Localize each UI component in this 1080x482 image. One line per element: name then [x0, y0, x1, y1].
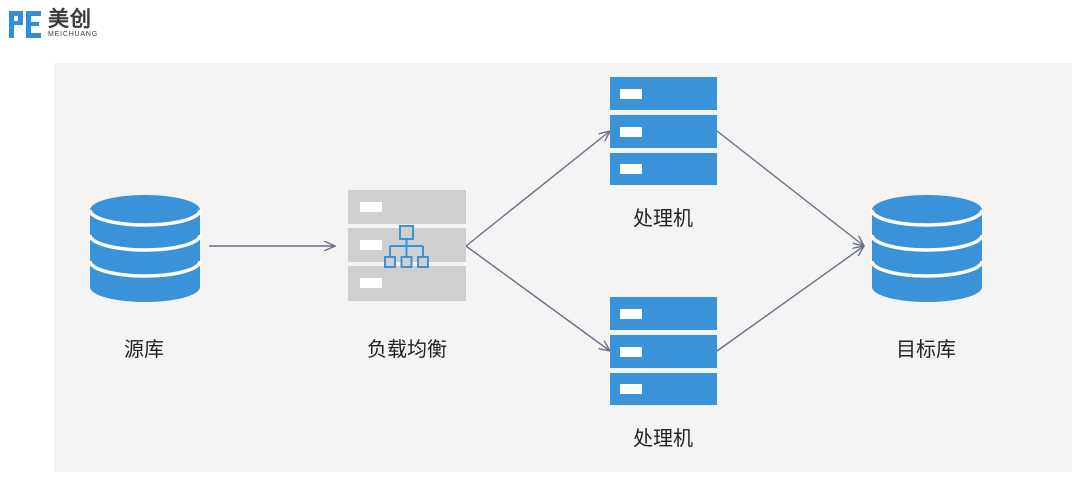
target-database-label: 目标库	[896, 337, 956, 361]
diagram-canvas: 源库 负载均衡 处理机 处理机 目标库	[54, 63, 1072, 472]
arrow-processor-bottom-to-target	[716, 246, 864, 352]
processor-bottom-label: 处理机	[633, 426, 693, 450]
logo-english-name: MEICHUANG	[48, 31, 98, 38]
load-balancer-icon	[348, 190, 466, 301]
source-database-label: 源库	[124, 337, 164, 361]
processor-top-server-icon	[610, 77, 717, 185]
source-database-icon	[88, 195, 202, 302]
logo-chinese-name: 美创	[48, 7, 92, 31]
load-balancer-label: 负载均衡	[367, 337, 447, 361]
logo-text: 美创 MEICHUANG	[48, 8, 98, 39]
brand-logo: 美创 MEICHUANG	[8, 8, 98, 40]
arrow-processor-top-to-target	[716, 130, 864, 246]
processor-top-label: 处理机	[633, 206, 693, 230]
target-database-icon	[870, 195, 984, 302]
arrow-lb-to-processor-top	[465, 131, 610, 247]
processor-bottom-server-icon	[610, 297, 717, 405]
flow-diagram	[88, 77, 984, 405]
arrow-lb-to-processor-bottom	[465, 245, 610, 351]
network-topology-icon	[384, 225, 429, 268]
meichuang-logo-icon	[9, 11, 41, 38]
